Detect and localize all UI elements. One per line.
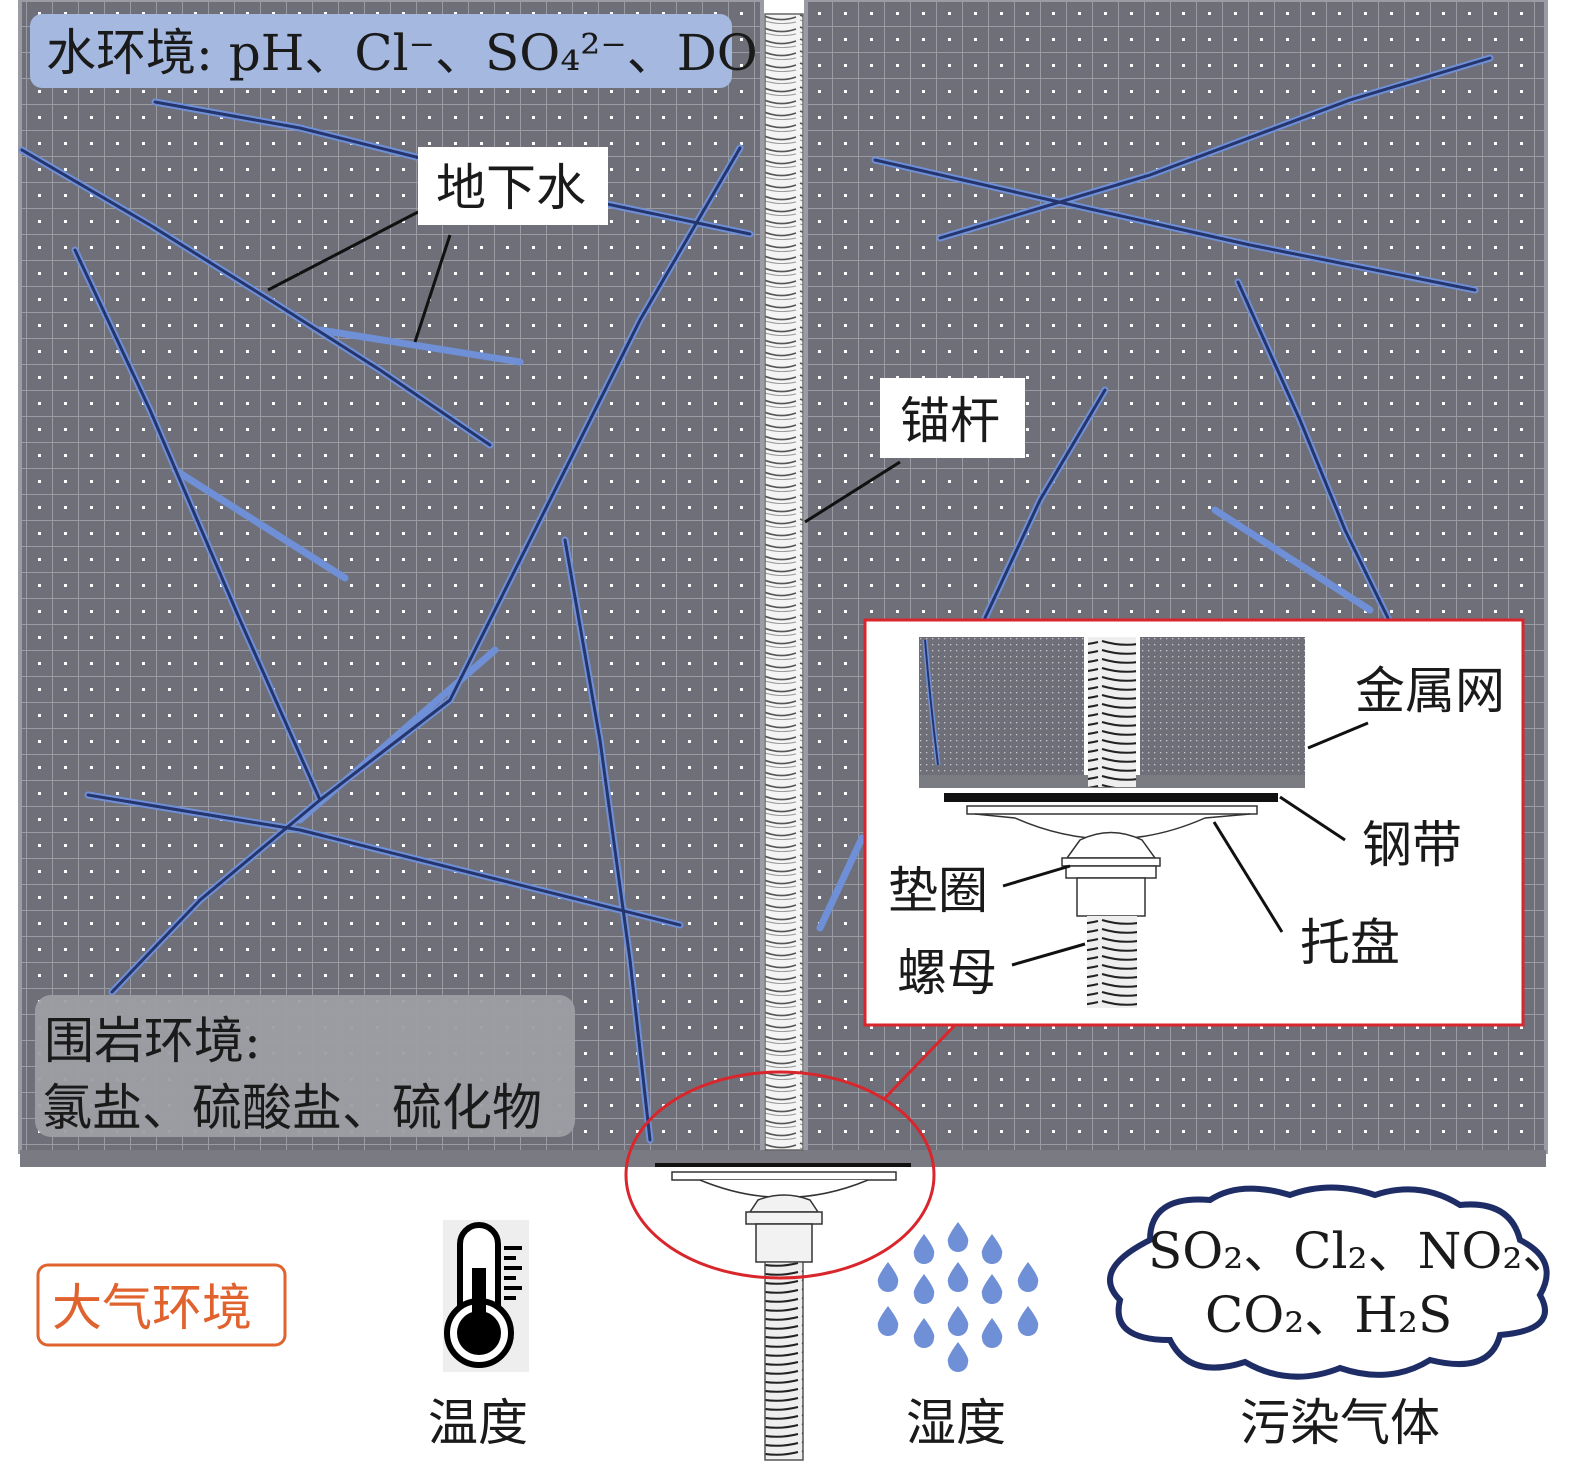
groundwater-callout: 地下水 — [267, 147, 608, 343]
anchor-bolt-text: 锚杆 — [900, 392, 1000, 450]
metal-mesh-label: 金属网 — [1355, 662, 1505, 720]
groundwater-text: 地下水 — [436, 159, 586, 217]
detail-inset: 金属网 钢带 托盘 垫圈 螺母 — [863, 618, 1525, 1027]
cloud-icon — [1107, 1184, 1550, 1380]
atmosphere-label: 大气环境 — [36, 1263, 287, 1347]
pollutants-line1: SO₂、Cl₂、NO₂、 — [1148, 1222, 1572, 1280]
rock-environment-items: 氯盐、硫酸盐、硫化物 — [42, 1079, 542, 1137]
rock-environment-label: 围岩环境: 氯盐、硫酸盐、硫化物 — [35, 995, 575, 1137]
anchor-bolt — [655, 13, 911, 1461]
steel-strip-label: 钢带 — [1362, 816, 1462, 874]
anchor-bolt-callout: 锚杆 — [804, 378, 1025, 524]
washer-label: 垫圈 — [888, 862, 988, 920]
tray-label: 托盘 — [1300, 914, 1400, 972]
zoom-circle — [624, 1070, 936, 1280]
water-drops-icon — [877, 1222, 1039, 1372]
humidity-label: 湿度 — [906, 1394, 1006, 1452]
pollutants-line2: CO₂、H₂S — [1205, 1286, 1452, 1344]
rock-environment-title: 围岩环境: — [44, 1012, 261, 1070]
thermometer-icon — [443, 1220, 529, 1372]
water-environment-text: 水环境: pH、Cl⁻、SO₄²⁻、DO — [46, 24, 758, 82]
atmosphere-text: 大气环境 — [52, 1279, 252, 1337]
pollutants-label: 污染气体 — [1240, 1394, 1440, 1452]
temperature-label: 温度 — [428, 1394, 528, 1452]
nut-label: 螺母 — [897, 944, 997, 1002]
water-environment-label: 水环境: pH、Cl⁻、SO₄²⁻、DO — [30, 14, 758, 88]
surrounding-rock — [18, 0, 1548, 1167]
